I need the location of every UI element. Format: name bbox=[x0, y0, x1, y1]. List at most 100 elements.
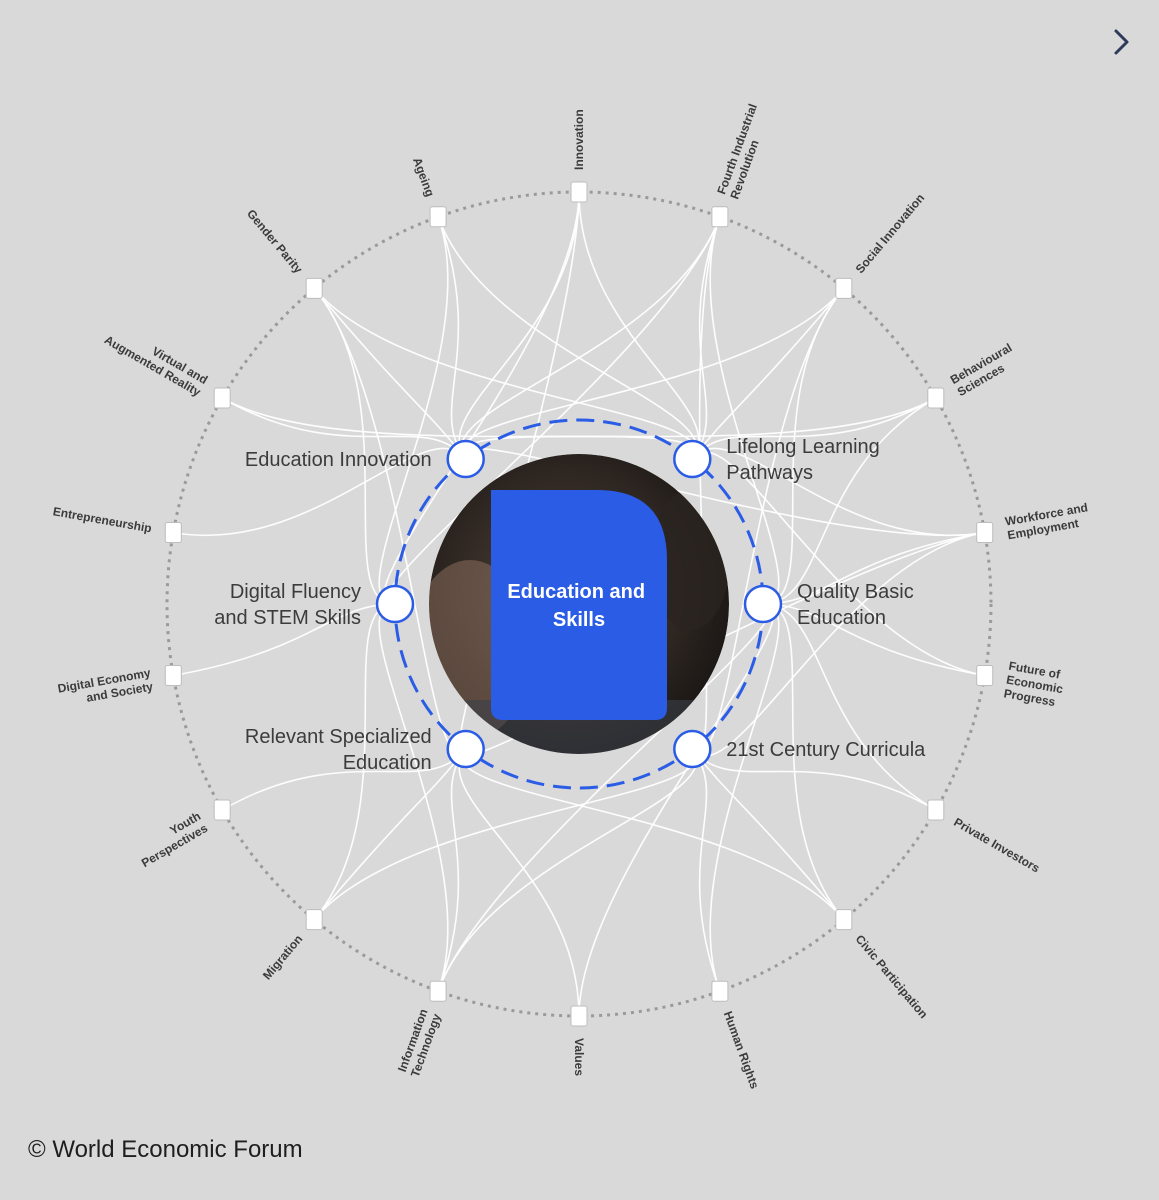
center-title-line-2: Skills bbox=[553, 609, 605, 631]
outer-topic-label: Digital Economyand Society bbox=[57, 666, 155, 710]
link-edu-innovation-gender-parity bbox=[313, 287, 467, 460]
outer-topic-behavioural-sciences[interactable]: BehaviouralSciences bbox=[927, 341, 1022, 409]
subtopic-node bbox=[446, 439, 485, 479]
outer-label-line: Social Innovation bbox=[853, 191, 928, 276]
subtopic-label-line: 21st Century Curricula bbox=[726, 739, 926, 761]
link-relevant-specialized-gender-parity bbox=[313, 287, 467, 754]
link-relevant-specialized-info-tech bbox=[437, 748, 467, 992]
outer-topic-label: YouthPerspectives bbox=[132, 809, 210, 870]
link-quality-basic-behavioural-sciences bbox=[762, 397, 937, 605]
link-digital-fluency-info-tech bbox=[378, 603, 449, 992]
outer-node-marker bbox=[213, 387, 231, 409]
outer-topic-civic[interactable]: Civic Participation bbox=[835, 909, 931, 1022]
subtopic-node bbox=[743, 584, 783, 624]
link-quality-basic-workforce bbox=[762, 531, 985, 605]
outer-node-marker bbox=[164, 665, 182, 686]
outer-node-marker bbox=[305, 909, 323, 931]
subtopic-label-line: Relevant Specialized bbox=[245, 726, 432, 748]
outer-topic-label: Values bbox=[572, 1038, 586, 1076]
link-quality-basic-future-econ bbox=[762, 603, 985, 677]
link-edu-innovation-vr-ar bbox=[221, 397, 467, 460]
link-lifelong-future-econ bbox=[691, 451, 985, 677]
link-relevant-specialized-values bbox=[458, 748, 580, 1017]
connection-lines bbox=[173, 191, 985, 1017]
outer-topic-label: Human Rights bbox=[721, 1009, 762, 1091]
outer-topic-innovation[interactable]: Innovation bbox=[570, 109, 588, 203]
outer-topic-digital-economy[interactable]: Digital Economyand Society bbox=[57, 665, 182, 710]
link-relevant-specialized-migration bbox=[313, 748, 467, 921]
chevron-right-icon bbox=[1114, 29, 1129, 55]
outer-topic-values[interactable]: Values bbox=[570, 1005, 588, 1076]
outer-topic-future-econ[interactable]: Future ofEconomicProgress bbox=[976, 659, 1067, 710]
link-quality-basic-human-rights bbox=[709, 603, 780, 992]
outer-topic-label: Social Innovation bbox=[853, 191, 928, 276]
subtopic-edu-innovation[interactable]: Education Innovation bbox=[245, 439, 485, 479]
outer-node-marker bbox=[570, 1005, 588, 1027]
next-button[interactable] bbox=[1104, 24, 1140, 60]
link-digital-fluency-digital-economy bbox=[173, 603, 396, 677]
link-21st-century-private-investors bbox=[691, 748, 937, 811]
outer-node-marker bbox=[927, 387, 945, 409]
outer-label-line: Gender Parity bbox=[244, 207, 306, 277]
link-digital-fluency-migration bbox=[313, 603, 396, 921]
subtopic-label-line: Education bbox=[343, 752, 432, 774]
outer-topic-social-innovation[interactable]: Social Innovation bbox=[835, 191, 928, 299]
outer-topic-human-rights[interactable]: Human Rights bbox=[711, 980, 762, 1091]
center-topic-card[interactable] bbox=[491, 490, 667, 720]
outer-topic-gender-parity[interactable]: Gender Parity bbox=[244, 207, 323, 299]
outer-node-marker bbox=[429, 980, 447, 1002]
outer-topic-label: Gender Parity bbox=[244, 207, 306, 277]
link-edu-innovation-social-innovation bbox=[461, 287, 845, 460]
outer-topic-label: Private Investors bbox=[951, 815, 1042, 876]
outer-node-marker bbox=[976, 665, 994, 686]
link-21st-century-info-tech bbox=[437, 748, 698, 992]
outer-node-marker bbox=[976, 522, 994, 543]
link-21st-century-workforce bbox=[691, 531, 985, 757]
link-edu-innovation-fourth-ir bbox=[460, 216, 721, 460]
outer-label-line: Values bbox=[572, 1038, 586, 1076]
outer-topic-label: Civic Participation bbox=[853, 932, 931, 1021]
subtopic-node bbox=[673, 729, 712, 769]
outer-topic-private-investors[interactable]: Private Investors bbox=[927, 799, 1043, 876]
outer-topic-workforce[interactable]: Workforce andEmployment bbox=[976, 500, 1092, 543]
outer-node-marker bbox=[570, 181, 588, 203]
outer-node-marker bbox=[213, 799, 231, 821]
outer-label-line: Human Rights bbox=[721, 1009, 762, 1091]
outer-node-marker bbox=[305, 277, 323, 299]
link-lifelong-ageing bbox=[437, 216, 698, 460]
link-edu-innovation-ageing bbox=[437, 216, 467, 460]
outer-topic-label: Ageing bbox=[410, 156, 437, 199]
outer-node-marker bbox=[164, 522, 182, 543]
link-lifelong-workforce bbox=[691, 447, 985, 536]
outer-node-marker bbox=[835, 277, 853, 299]
subtopic-node bbox=[673, 439, 712, 479]
outer-topic-label: Fourth IndustrialRevolution bbox=[714, 102, 773, 201]
outer-topic-label: Workforce andEmployment bbox=[1004, 500, 1091, 542]
subtopic-label-line: Lifelong Learning bbox=[726, 436, 879, 458]
outer-topic-migration[interactable]: Migration bbox=[260, 909, 323, 983]
outer-topic-label: Migration bbox=[260, 932, 305, 982]
outer-topic-fourth-ir[interactable]: Fourth IndustrialRevolution bbox=[711, 102, 773, 228]
center-title-line-1: Education and bbox=[507, 581, 645, 603]
link-quality-basic-fourth-ir bbox=[709, 216, 780, 605]
outer-node-marker bbox=[429, 206, 447, 228]
outer-topic-entrepreneurship[interactable]: Entrepreneurship bbox=[52, 504, 182, 543]
outer-topic-ageing[interactable]: Ageing bbox=[410, 156, 447, 228]
outer-label-line: Innovation bbox=[572, 109, 586, 170]
subtopic-node bbox=[375, 584, 415, 624]
subtopic-21st-century[interactable]: 21st Century Curricula bbox=[673, 729, 926, 769]
center-title: Education and Skills bbox=[507, 581, 650, 631]
link-21st-century-migration bbox=[313, 748, 697, 921]
outer-topic-youth[interactable]: YouthPerspectives bbox=[132, 799, 231, 870]
outer-topic-info-tech[interactable]: InformationTechnology bbox=[395, 980, 447, 1079]
outer-label-line: Ageing bbox=[410, 156, 437, 199]
outer-topic-vr-ar[interactable]: Virtual andAugmented Reality bbox=[102, 321, 231, 409]
link-21st-century-civic bbox=[691, 748, 845, 921]
